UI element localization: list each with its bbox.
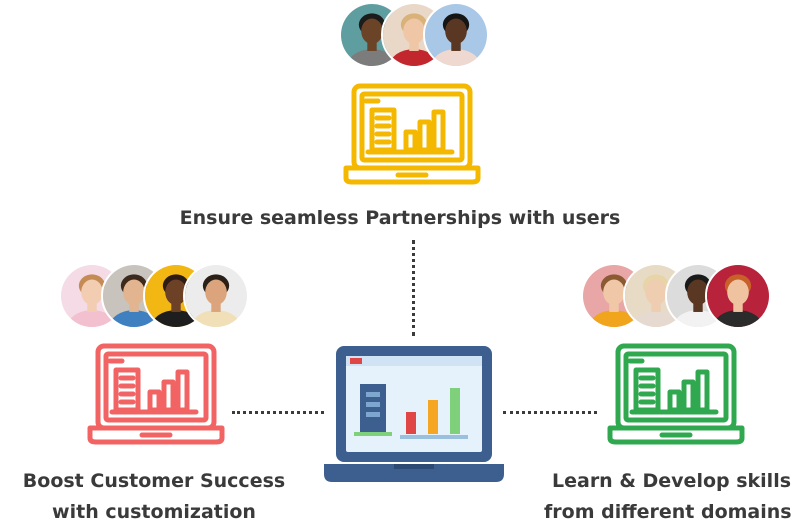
top-node-label: Ensure seamless Partnerships with users xyxy=(179,207,621,229)
right-node-label-line1: Learn & Develop skills xyxy=(552,470,792,492)
avatar xyxy=(705,263,771,329)
avatar xyxy=(423,2,489,68)
connector-right xyxy=(503,411,597,414)
connector-left xyxy=(232,411,324,414)
left-node-label-line2: with customization xyxy=(52,501,256,523)
avatar-group-left xyxy=(59,263,253,331)
avatar xyxy=(183,263,249,329)
avatar-group-top xyxy=(339,2,491,70)
right-laptop-icon xyxy=(606,342,746,450)
center-laptop-icon xyxy=(324,346,504,486)
left-node-label-line1: Boost Customer Success xyxy=(22,470,286,492)
right-node-label-line2: from different domains xyxy=(544,501,792,523)
avatar xyxy=(665,263,731,329)
left-laptop-icon xyxy=(86,342,226,450)
avatar-group-right xyxy=(581,263,775,331)
top-laptop-icon xyxy=(340,82,484,190)
connector-top xyxy=(412,240,415,336)
